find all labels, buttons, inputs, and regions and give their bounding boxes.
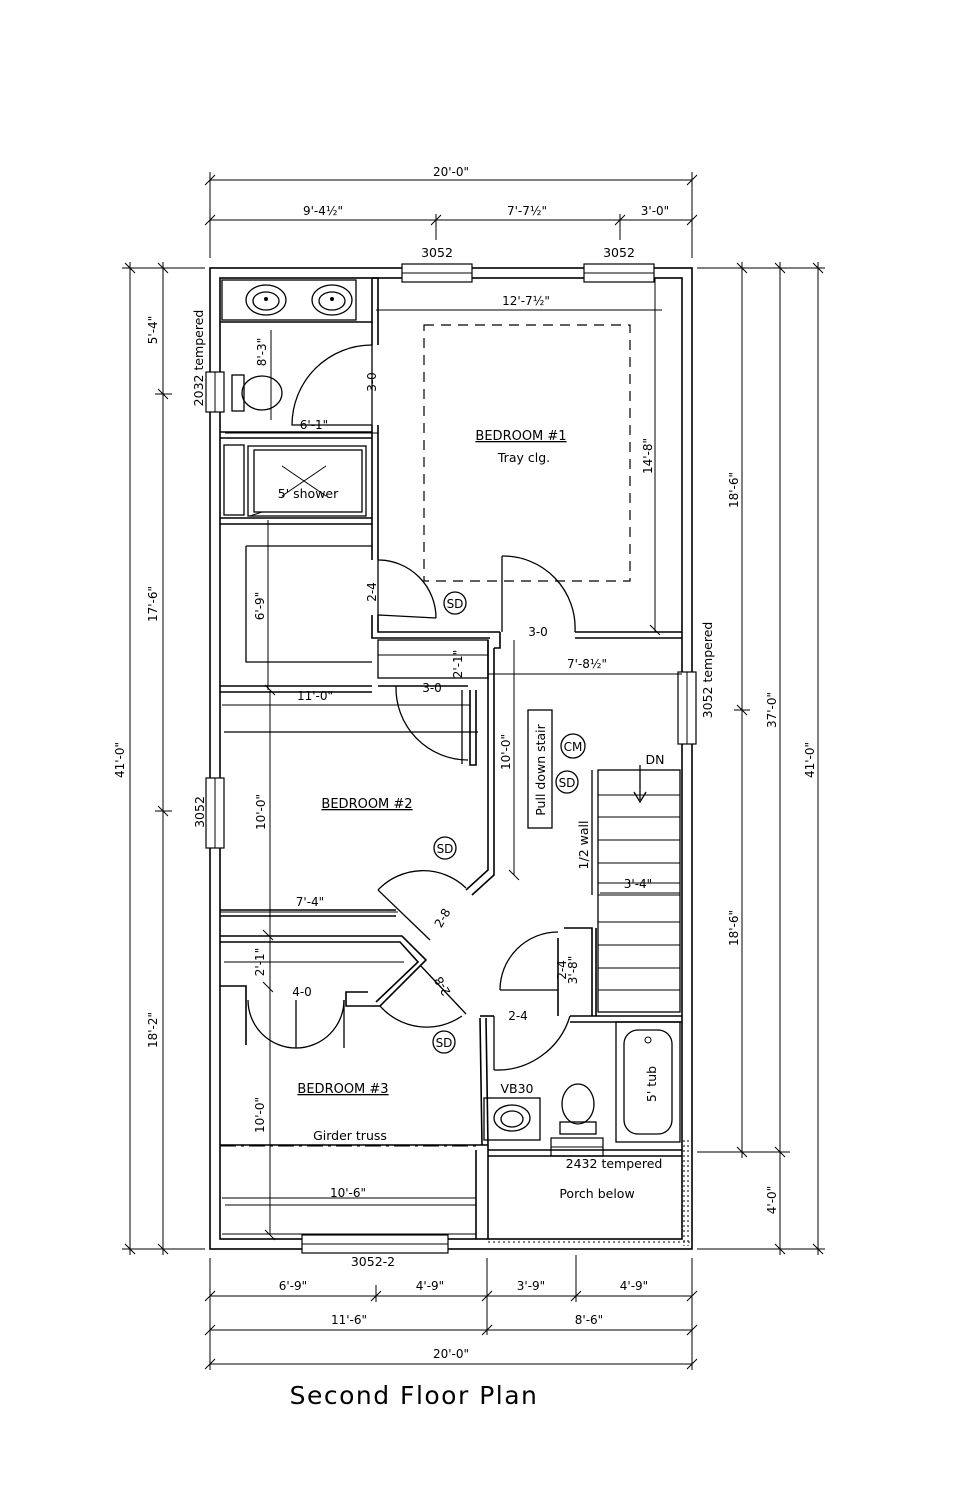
door-label-closet1: 2-4 [365, 582, 379, 602]
dim-linen-width: 3'-8" [566, 956, 580, 984]
dim-right-a: 18'-6" [727, 472, 741, 508]
dim-closet-height: 6'-9" [253, 592, 267, 620]
sink-icon [311, 284, 353, 316]
dim-right-c: 4'-0" [765, 1186, 779, 1214]
smoke-label-3: SD [437, 842, 454, 856]
dim-right-overall: 41'-0" [803, 742, 817, 778]
dim-bed1-width: 12'-7½" [502, 294, 550, 308]
dim-bottom-c: 3'-9" [517, 1279, 545, 1293]
dim-linen-height: 2'-1" [451, 650, 465, 678]
door-label-bath1: 3-0 [365, 372, 379, 392]
door-label-bed1: 3-0 [528, 625, 548, 639]
dim-bed3-width: 10'-6" [330, 1186, 366, 1200]
bedroom1-note: Tray clg. [497, 450, 550, 465]
bath2-fixtures [483, 1021, 681, 1143]
porch-label: Porch below [559, 1186, 634, 1201]
dim-bed3-height: 10'-0" [253, 1097, 267, 1133]
door-label-bed3-closet: 4-0 [292, 985, 312, 999]
dim-left-overall: 41'-0" [113, 742, 127, 778]
smoke-detector-icon [555, 770, 579, 794]
tub-icon [615, 1021, 681, 1143]
toilet-icon [561, 1083, 595, 1125]
dim-left-b: 17'-6" [146, 586, 160, 622]
window-label-top-left: 3052 [421, 245, 453, 260]
dim-hall-width: 7'-8½" [567, 657, 607, 671]
right-dimensions: 18'-6" 18'-6" 4'-0" 37'-0" 41'-0" [697, 262, 825, 1255]
dim-top-b: 7'-7½" [507, 204, 547, 218]
tub-label: 5' tub [644, 1066, 659, 1102]
smoke-detector-icon [443, 591, 467, 615]
bedroom2-label: BEDROOM #2 [321, 797, 412, 812]
dim-bed2-height: 10'-0" [254, 794, 268, 830]
window-label-porch: 2432 tempered [566, 1156, 663, 1171]
sink-icon [245, 284, 287, 316]
dim-stair-width: 3'-4" [624, 877, 652, 891]
smoke-detector-icon [432, 1030, 456, 1054]
dim-closet2-width: 7'-4" [296, 895, 324, 909]
smoke-label-2: SD [559, 776, 576, 790]
dim-top-a: 9'-4½" [303, 204, 343, 218]
bath1-fixtures [221, 279, 367, 517]
smoke-detector-icon [433, 836, 457, 860]
toilet-icon [241, 375, 283, 411]
window-label-right-mid: 3052 tempered [700, 622, 715, 719]
dim-bottom-e: 11'-6" [331, 1313, 367, 1327]
dim-bottom-b: 4'-9" [416, 1279, 444, 1293]
detectors [432, 591, 586, 1054]
window-label-bottom: 3052-2 [351, 1254, 395, 1269]
window-label-bath: 2032 tempered [191, 310, 206, 407]
dim-bed2-width: 11'-0" [297, 689, 333, 703]
smoke-label-4: SD [436, 1036, 453, 1050]
dim-top-c: 3'-0" [641, 204, 669, 218]
shower-label: 5' shower [278, 486, 339, 501]
co-monitor-icon [560, 733, 586, 759]
dim-right-d: 37'-0" [765, 692, 779, 728]
co-label: CM [564, 740, 583, 754]
top-dimensions: 20'-0" 9'-4½" 7'-7½" 3'-0" [204, 165, 698, 258]
dim-bottom-f: 8'-6" [575, 1313, 603, 1327]
window-label-left-mid: 3052 [192, 796, 207, 828]
door-label-bed2-closet: 2-8 [432, 906, 454, 930]
bottom-dimensions: 6'-9" 4'-9" 3'-9" 4'-9" 11'-6" 8'-6" 20'… [204, 1255, 698, 1370]
doors [247, 344, 576, 1071]
dim-bottom-d: 4'-9" [620, 1279, 648, 1293]
dim-bath-height: 8'-3" [255, 338, 269, 366]
dim-left-c: 18'-2" [146, 1012, 160, 1048]
bedroom1-label: BEDROOM #1 [475, 429, 566, 444]
smoke-label-1: SD [447, 597, 464, 611]
vanity-icon [483, 1097, 541, 1141]
dim-left-a: 5'-4" [146, 316, 160, 344]
door-label-bed2: 3-0 [422, 681, 442, 695]
dim-linen2-height: 2'-1" [253, 948, 267, 976]
dim-right-b: 18'-6" [727, 910, 741, 946]
dim-hall-height: 10'-0" [499, 734, 513, 770]
shower-icon [247, 445, 367, 517]
door-label-bed3-door: 2-8 [432, 974, 454, 998]
vanity-label: VB30 [500, 1081, 533, 1096]
dim-bath-width: 6'-1" [300, 418, 328, 432]
pull-down-stair-label: Pull down stair [533, 723, 548, 815]
windows [205, 263, 697, 1254]
bedroom3-note: Girder truss [313, 1128, 387, 1143]
stairs [591, 765, 681, 1013]
half-wall-label: 1/2 wall [576, 821, 591, 870]
dim-top-overall: 20'-0" [433, 165, 469, 179]
down-label: DN [646, 752, 665, 767]
pull-down-stair-outline [527, 709, 553, 829]
dim-bed1-height: 14'-8" [641, 438, 655, 474]
window-label-top-right: 3052 [603, 245, 635, 260]
interior-dim-lines [220, 278, 682, 1241]
bedroom3-label: BEDROOM #3 [297, 1082, 388, 1097]
dim-bottom-overall: 20'-0" [433, 1347, 469, 1361]
dim-bottom-a: 6'-9" [279, 1279, 307, 1293]
page-title: Second Floor Plan [290, 1381, 539, 1410]
interior-walls [220, 277, 690, 1246]
door-label-linen: 2-4 [555, 960, 569, 980]
door-label-bath2: 2-4 [508, 1009, 528, 1023]
left-dimensions: 5'-4" 17'-6" 18'-2" 41'-0" [113, 262, 205, 1255]
tray-ceiling-outline [423, 324, 631, 582]
toilet-tank-icon [231, 374, 245, 412]
